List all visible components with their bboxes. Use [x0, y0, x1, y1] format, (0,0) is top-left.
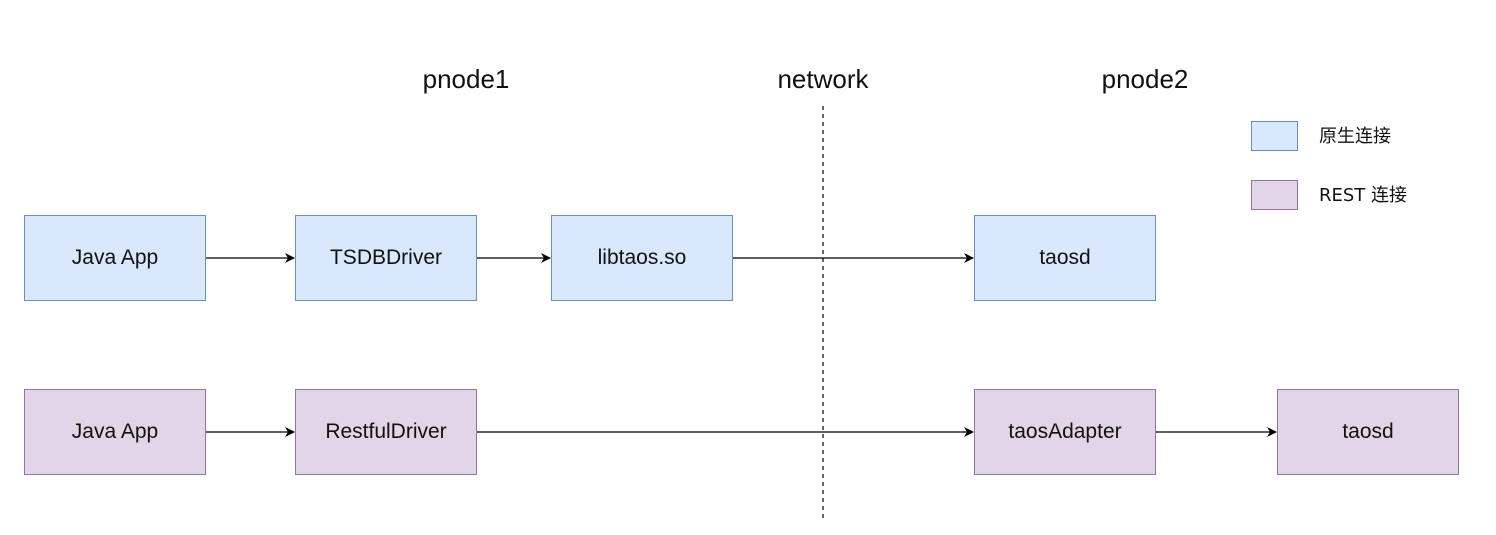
legend-native-label: 原生连接: [1319, 126, 1391, 147]
legend-rest-swatch: [1251, 180, 1298, 210]
libtaos-node: libtaos.so: [551, 215, 733, 301]
tsdbdriver-node: TSDBDriver: [295, 215, 477, 301]
native-taosd-node: taosd: [974, 215, 1156, 301]
restfuldriver-node: RestfulDriver: [295, 389, 477, 475]
pnode1-header: pnode1: [422, 64, 510, 94]
network-header: network: [777, 64, 869, 94]
taosadapter-node: taosAdapter: [974, 389, 1156, 475]
legend-native-swatch: [1251, 121, 1298, 151]
rest-java-app-node: Java App: [24, 389, 206, 475]
native-java-app-node: Java App: [24, 215, 206, 301]
pnode2-header: pnode2: [1101, 64, 1189, 94]
rest-taosd-node: taosd: [1277, 389, 1459, 475]
legend-rest-label: REST 连接: [1319, 185, 1408, 206]
